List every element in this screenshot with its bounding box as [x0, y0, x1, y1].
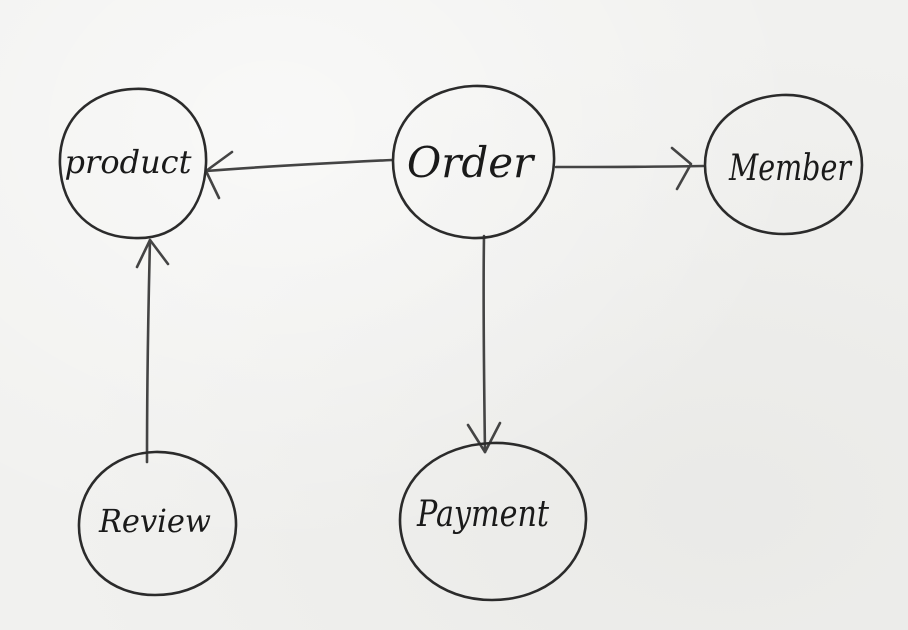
edge-review-product-arrowhead	[135, 238, 170, 269]
edge-order-to-product	[204, 150, 394, 200]
edge-review-to-product	[135, 238, 170, 464]
node-product: product	[58, 87, 208, 240]
edge-order-product-line	[204, 158, 394, 173]
node-payment-circle	[398, 441, 588, 602]
node-member-label: Member	[728, 148, 852, 189]
node-order: Order	[391, 84, 556, 240]
edge-review-product-line	[145, 238, 152, 464]
node-order-label: Order	[407, 138, 536, 187]
node-review-label: Review	[98, 502, 211, 540]
node-review: Review	[77, 450, 238, 597]
node-product-circle	[58, 87, 208, 240]
edge-order-member-arrowhead	[670, 146, 693, 191]
edge-order-to-member	[554, 146, 705, 191]
edge-order-payment-arrowhead	[466, 421, 502, 454]
node-payment: Payment	[398, 441, 588, 602]
node-order-circle	[391, 84, 556, 240]
node-member: Member	[703, 93, 864, 236]
edge-order-member-line	[554, 164, 705, 169]
node-product-label: product	[65, 143, 192, 181]
node-payment-label: Payment	[416, 494, 549, 535]
node-review-circle	[77, 450, 238, 597]
edge-order-product-arrowhead	[204, 150, 234, 200]
edge-order-to-payment	[466, 234, 502, 454]
edge-order-payment-line	[482, 234, 487, 454]
node-member-circle	[703, 93, 864, 236]
